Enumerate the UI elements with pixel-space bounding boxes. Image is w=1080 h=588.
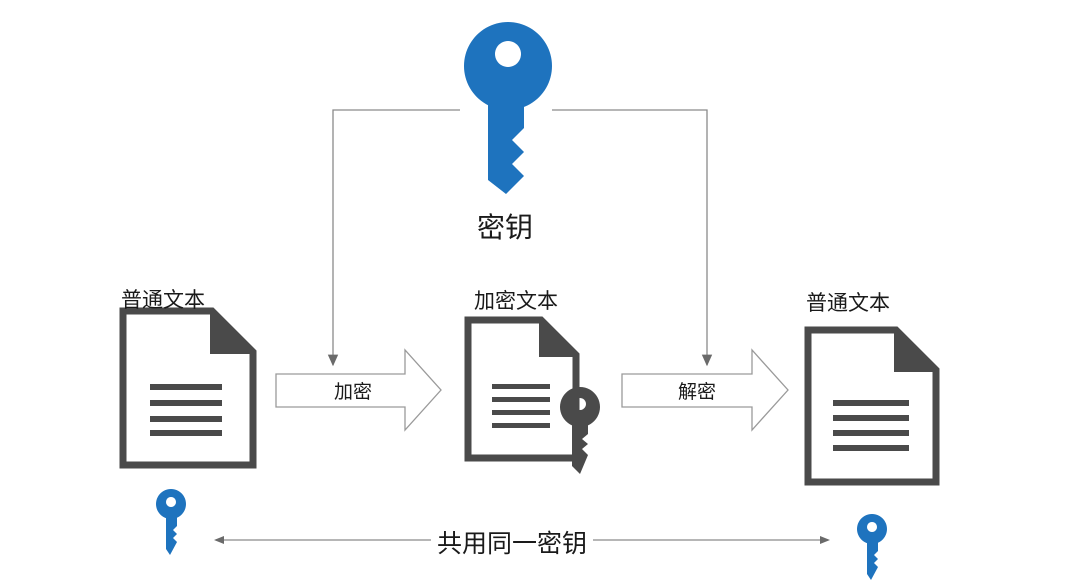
decrypt-label: 解密 <box>678 381 717 403</box>
key-label: 密钥 <box>477 211 534 244</box>
key-to-encrypt-line <box>327 109 460 367</box>
plain-text-left-label: 普通文本 <box>121 288 205 312</box>
key-icon <box>463 22 552 194</box>
shared-key-right-icon <box>856 514 887 580</box>
decrypt-arrow <box>621 348 789 432</box>
plain-text-right-label: 普通文本 <box>806 291 890 315</box>
encrypted-text-label: 加密文本 <box>474 289 558 313</box>
shared-key-left-icon <box>155 489 186 555</box>
key-to-decrypt-line <box>552 109 713 367</box>
shared-key-label: 共用同一密钥 <box>431 524 594 560</box>
encrypt-label: 加密 <box>334 381 373 403</box>
small-key-icon <box>559 387 600 474</box>
plain-document-left-icon <box>119 307 257 469</box>
encrypted-document-icon <box>464 316 580 462</box>
plain-document-right-icon <box>804 326 940 486</box>
encrypt-arrow <box>275 348 442 432</box>
